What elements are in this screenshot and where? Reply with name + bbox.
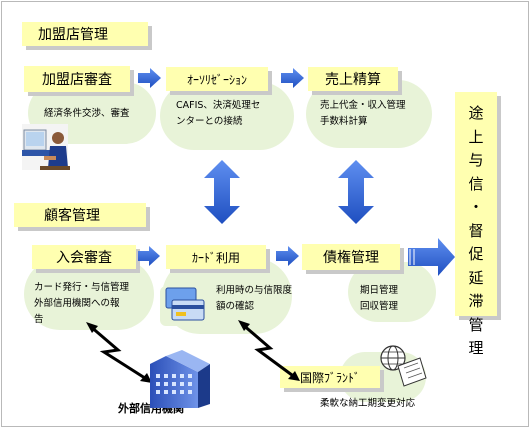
credit-collection-char: 督 xyxy=(468,221,484,240)
double-arrow-vertical-icon xyxy=(338,160,374,224)
bolt-end-arrow-icon xyxy=(86,322,98,333)
international-brand-label: 国際ﾌﾞﾗﾝﾄﾞ xyxy=(299,370,360,385)
receivables-note-line: 期日管理 xyxy=(360,285,399,296)
receivables-backdrop xyxy=(348,262,436,322)
person-computer-icon xyxy=(22,124,70,170)
merchant-review-note: 経済条件交渉、審査 xyxy=(44,108,130,119)
receivables-box: 債権管理 xyxy=(302,244,400,270)
sales-settlement-label: 売上精算 xyxy=(325,72,381,88)
receivables-label: 債権管理 xyxy=(323,250,379,266)
authorization-backdrop xyxy=(160,82,294,150)
credit-collection-char: 滞 xyxy=(468,292,484,310)
sales-settlement-note-line: 売上代金・収入管理 xyxy=(320,100,406,111)
arrow-right-icon xyxy=(281,68,304,88)
arrow-right-icon xyxy=(138,246,160,266)
receivables-note-line: 回収管理 xyxy=(360,301,399,312)
admission-review-box: 入会審査 xyxy=(32,245,136,269)
arrow-right-icon xyxy=(276,246,299,266)
admission-review-label: 入会審査 xyxy=(56,250,112,266)
card-usage-note-line: 利用時の与信限度 xyxy=(216,285,293,296)
authorization-note-line: ンターとの接続 xyxy=(176,116,243,127)
international-brand-note: 柔軟な納工期変更対応 xyxy=(320,398,416,409)
card-usage-box: ｶｰﾄﾞ利用 xyxy=(166,245,266,269)
international-brand-box: 国際ﾌﾞﾗﾝﾄﾞ xyxy=(280,366,380,388)
merchant-review-box: 加盟店審査 xyxy=(24,66,130,92)
credit-collection-char: 管 xyxy=(468,315,484,334)
merchant-management-label: 加盟店管理 xyxy=(38,27,108,43)
admission-review-backdrop xyxy=(24,258,154,330)
customer-management-label: 顧客管理 xyxy=(44,208,100,224)
admission-review-note-line: カード発行・与信管理 xyxy=(34,282,130,293)
arrow-right-icon xyxy=(138,68,161,88)
credit-card-icon xyxy=(160,286,208,326)
receivables-note: 期日管理 回収管理 xyxy=(360,283,398,315)
credit-collection-box: 途 上 与 信 ・ 督 促 延 滞 管理 xyxy=(455,92,497,357)
credit-collection-char: 上 xyxy=(468,127,484,146)
credit-collection-char: 途 xyxy=(468,104,484,122)
authorization-label: ｵｰｿﾘｾﾞｰｼｮﾝ xyxy=(186,72,247,87)
big-arrow-right-icon xyxy=(408,238,455,276)
connection-bolt-icon xyxy=(241,322,297,380)
authorization-note: CAFIS、決済処理セ ンターとの接続 xyxy=(176,98,260,130)
credit-collection-char: 延 xyxy=(468,268,484,287)
credit-collection-char: 与 xyxy=(468,151,484,169)
admission-review-note-line: 告 xyxy=(34,314,44,325)
authorization-note-line: CAFIS、決済処理セ xyxy=(176,100,261,111)
building-icon xyxy=(150,350,210,408)
admission-review-note-line: 外部信用機関への報 xyxy=(34,298,120,309)
authorization-box: ｵｰｿﾘｾﾞｰｼｮﾝ xyxy=(166,67,268,91)
merchant-review-label: 加盟店審査 xyxy=(42,72,112,88)
sales-settlement-note-line: 手数料計算 xyxy=(320,116,368,127)
sales-settlement-backdrop xyxy=(306,80,432,148)
admission-review-note: カード発行・与信管理 外部信用機関への報 告 xyxy=(34,280,129,328)
credit-collection-char: ・ xyxy=(468,198,484,216)
globe-document-icon xyxy=(380,345,427,387)
merchant-management-box: 加盟店管理 xyxy=(22,22,148,46)
sales-settlement-box: 売上精算 xyxy=(308,67,398,91)
double-arrow-vertical-icon xyxy=(204,160,240,224)
card-usage-note-line: 額の確認 xyxy=(216,301,255,312)
bolt-end-arrow-icon xyxy=(140,373,152,383)
credit-collection-char: 理 xyxy=(468,339,484,357)
sales-settlement-note: 売上代金・収入管理 手数料計算 xyxy=(320,98,406,130)
credit-collection-char: 信 xyxy=(468,174,484,193)
card-usage-note: 利用時の与信限度 額の確認 xyxy=(216,283,292,315)
connection-bolt-icon xyxy=(89,324,149,382)
bolt-end-arrow-icon xyxy=(288,371,300,381)
bolt-end-arrow-icon xyxy=(238,320,250,331)
credit-collection-char: 促 xyxy=(468,245,484,263)
card-usage-label: ｶｰﾄﾞ利用 xyxy=(191,250,240,265)
customer-management-box: 顧客管理 xyxy=(14,203,146,227)
